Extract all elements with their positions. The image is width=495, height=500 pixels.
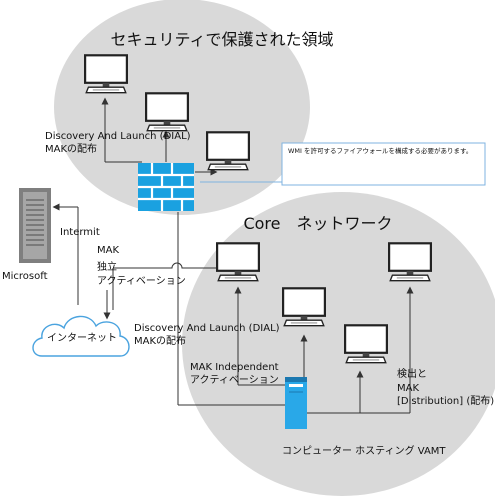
mak-label-3: アクティベーション	[97, 275, 186, 287]
core-computer-1	[216, 242, 260, 282]
core-zone-title: Core ネットワーク	[243, 214, 392, 233]
internet-label: インターネット	[47, 332, 117, 344]
core-computer-2	[282, 287, 326, 327]
core-computer-3	[344, 324, 388, 364]
mak-independent-label-1: MAK Independent	[190, 362, 279, 373]
secure-computer-2	[145, 92, 189, 132]
discovery-core-label: Discovery And Launch (DIAL)	[134, 323, 280, 334]
detect-label-2: MAK	[397, 383, 419, 394]
wmi-note: WMI を許可するファイアウォールを構成する必要があります。	[288, 146, 472, 155]
firewall-icon	[138, 163, 194, 211]
mak-distribution-core-label: MAKの配布	[134, 335, 186, 347]
vamt-host-server-icon	[285, 377, 307, 429]
discovery-top-label: Discovery And Launch (DIAL)	[45, 131, 191, 142]
microsoft-label: Microsoft	[2, 271, 48, 282]
connection-lines	[52, 97, 414, 414]
detect-label-1: 検出と	[397, 367, 427, 380]
detect-label-3: [Distribution] (配布)	[397, 395, 494, 407]
secure-computer-3	[206, 131, 250, 171]
internet-cloud-icon	[32, 315, 130, 357]
wmi-note-box	[281, 142, 486, 186]
intermit-label: Intermit	[60, 227, 100, 238]
core-computer-4	[388, 242, 432, 282]
secure-computer-1	[84, 54, 128, 94]
mak-label-1: MAK	[97, 245, 119, 256]
mak-distribution-top-label: MAKの配布	[45, 143, 97, 155]
vamt-host-label: コンピューター ホスティング VAMT	[282, 444, 446, 457]
secure-zone-title: セキュリティで保護された領域	[110, 30, 333, 49]
mak-label-2: 独立	[97, 260, 117, 273]
mak-independent-label-2: アクティベーション	[190, 374, 279, 386]
microsoft-server-icon	[19, 188, 51, 263]
